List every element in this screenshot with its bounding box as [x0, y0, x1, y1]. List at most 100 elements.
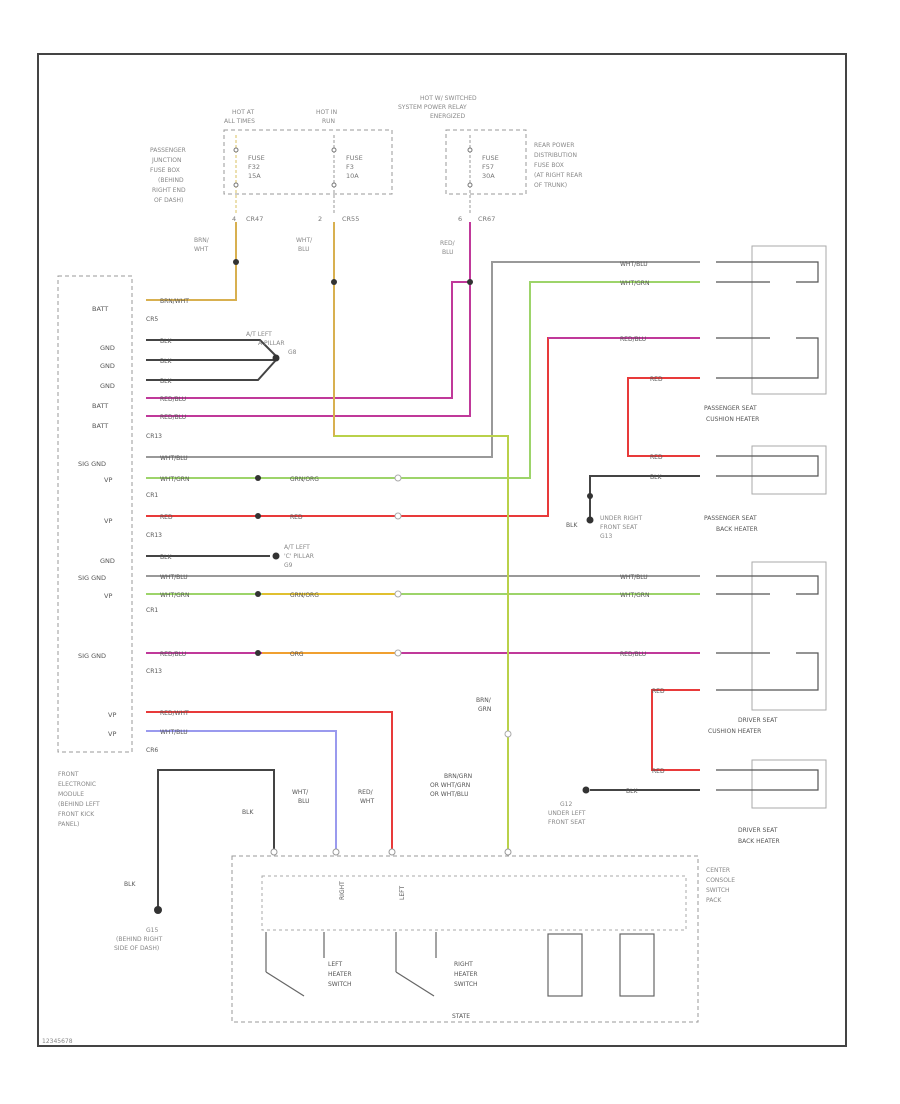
switch-logic-box [261, 875, 687, 931]
svg-text:WHT/BLU: WHT/BLU [160, 574, 188, 581]
svg-text:WHT/BLU: WHT/BLU [620, 261, 648, 268]
svg-text:6: 6 [458, 215, 462, 223]
svg-text:BLK: BLK [566, 522, 578, 529]
svg-text:WHT/GRN: WHT/GRN [620, 592, 649, 599]
fem-pin-labels: BATT GND GND GND BATT BATT SIG GND VP VP… [78, 305, 116, 738]
seat-heater-boxes [751, 245, 827, 809]
svg-text:WHT/GRN: WHT/GRN [620, 280, 649, 287]
footer-code: 12345678 [42, 1038, 73, 1045]
svg-text:RED/BLU: RED/BLU [160, 414, 186, 421]
svg-text:BLK: BLK [626, 788, 638, 795]
svg-text:VP: VP [104, 517, 112, 525]
svg-text:RED: RED [160, 514, 173, 521]
svg-text:RED/BLU: RED/BLU [440, 240, 456, 256]
svg-text:BLK: BLK [160, 378, 172, 385]
svg-text:BRN/WHT: BRN/WHT [160, 298, 189, 305]
svg-text:2: 2 [318, 215, 322, 223]
svg-text:STATE: STATE [452, 1013, 470, 1020]
svg-text:RED: RED [652, 768, 665, 775]
svg-text:CR13: CR13 [146, 532, 162, 539]
svg-text:GND: GND [100, 362, 115, 370]
fem-connector-labels: CR5 CR13 CR1 CR13 CR1 CR13 CR6 [146, 316, 162, 754]
svg-text:BRN/WHT: BRN/WHT [194, 237, 210, 253]
svg-text:GND: GND [100, 382, 115, 390]
svg-text:RED/BLU: RED/BLU [160, 396, 186, 403]
svg-text:WHT/GRN: WHT/GRN [160, 592, 189, 599]
inline-connectors [394, 474, 512, 738]
svg-text:SIG GND: SIG GND [78, 460, 106, 468]
svg-text:WHT/BLU: WHT/BLU [292, 789, 310, 805]
svg-text:WHT/BLU: WHT/BLU [620, 574, 648, 581]
svg-text:RED: RED [650, 376, 663, 383]
svg-text:RED/BLU: RED/BLU [620, 336, 646, 343]
svg-text:GRN/ORG: GRN/ORG [290, 476, 319, 483]
svg-text:CR1: CR1 [146, 607, 158, 614]
splice-points [154, 259, 594, 914]
svg-text:CR47: CR47 [246, 215, 263, 223]
svg-text:BLK: BLK [650, 474, 662, 481]
svg-text:RED/BLU: RED/BLU [620, 651, 646, 658]
svg-text:WHT/BLU: WHT/BLU [296, 237, 313, 253]
svg-text:RED: RED [650, 454, 663, 461]
svg-text:CR6: CR6 [146, 747, 158, 754]
passenger-junction-box [223, 129, 393, 195]
svg-text:VP: VP [108, 730, 116, 738]
svg-text:RED/WHT: RED/WHT [358, 789, 374, 805]
svg-text:LEFT: LEFT [399, 886, 406, 900]
svg-text:BATT: BATT [92, 305, 108, 313]
wires [146, 222, 700, 910]
diagram-frame [37, 53, 847, 1047]
front-electronic-module [57, 275, 133, 753]
svg-text:BATT: BATT [92, 402, 108, 410]
svg-text:VP: VP [104, 592, 112, 600]
svg-text:CR13: CR13 [146, 668, 162, 675]
svg-text:BLK: BLK [160, 554, 172, 561]
svg-text:VP: VP [108, 711, 116, 719]
svg-text:WHT/GRN: WHT/GRN [160, 476, 189, 483]
svg-text:ORG: ORG [290, 651, 304, 658]
svg-text:SIG GND: SIG GND [78, 652, 106, 660]
svg-text:RIGHT: RIGHT [339, 881, 346, 900]
svg-text:BLK: BLK [242, 809, 254, 816]
svg-text:GND: GND [100, 344, 115, 352]
svg-text:VP: VP [104, 476, 112, 484]
wire-color-labels: BRN/WHT BLK BLK BLK RED/BLU RED/BLU WHT/… [160, 261, 665, 795]
svg-text:BLK: BLK [160, 358, 172, 365]
svg-text:GRN/ORG: GRN/ORG [290, 592, 319, 599]
svg-text:RED: RED [290, 514, 303, 521]
rear-distribution-box [445, 129, 527, 195]
svg-text:GND: GND [100, 557, 115, 565]
switch-pack-inner: RIGHT LEFT [339, 881, 406, 900]
svg-text:BLK: BLK [124, 881, 136, 888]
svg-text:CR67: CR67 [478, 215, 495, 223]
svg-text:RED: RED [652, 688, 665, 695]
svg-text:SIG GND: SIG GND [78, 574, 106, 582]
svg-text:4: 4 [232, 215, 236, 223]
heater-switches [265, 932, 655, 997]
svg-text:WHT/BLU: WHT/BLU [160, 455, 188, 462]
